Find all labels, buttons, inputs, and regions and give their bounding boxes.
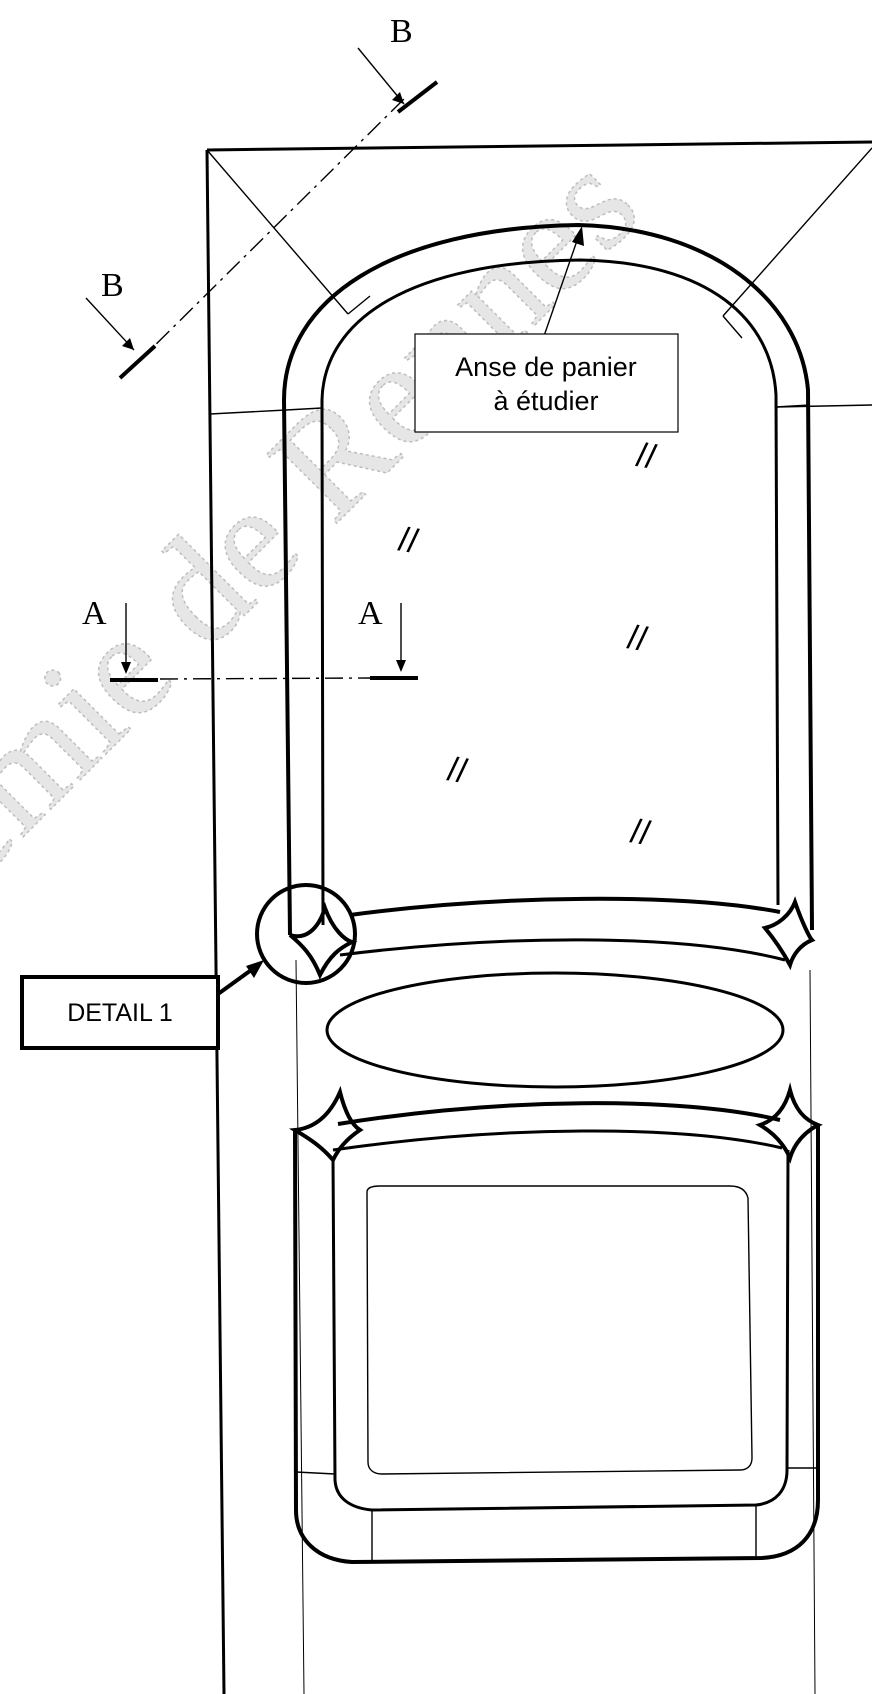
section-a-centerline	[159, 677, 371, 680]
glass-mark: //	[634, 436, 660, 477]
detail-callout: DETAIL 1	[20, 883, 357, 1050]
glass-mark: //	[628, 812, 654, 853]
section-label-b-top: B	[390, 13, 413, 50]
section-b-left-arrow	[85, 297, 135, 351]
diagonal-top-right	[722, 147, 872, 317]
mid-rail-top-curve	[349, 896, 781, 917]
corner-rosette-lower-left	[288, 1085, 364, 1164]
diagonal-top-left	[206, 149, 349, 315]
arch-moulding-inner	[320, 258, 780, 926]
lower-panel-moulding-inner	[331, 1149, 790, 1512]
detail-label-box	[20, 975, 220, 1050]
lower-panel	[293, 1125, 820, 1565]
frame-left-edge	[205, 149, 226, 1694]
inner-stile-right	[809, 969, 816, 1694]
anse-callout: Anse de panier à étudier	[414, 226, 679, 433]
corner-rosette-left	[288, 901, 358, 980]
lower-panel-moulding-outer	[293, 1125, 820, 1565]
detail-label: DETAIL 1	[67, 999, 173, 1027]
section-b-left-mark	[118, 344, 157, 380]
anse-label-line1: Anse de panier	[455, 352, 637, 382]
detail-arrowhead	[246, 960, 264, 978]
glass-mark: //	[625, 618, 651, 659]
glass-mark: //	[396, 520, 422, 561]
anse-label-line2: à étudier	[493, 386, 598, 416]
arch-joint-right	[775, 404, 811, 408]
arch-joint-top-right	[722, 315, 743, 339]
section-b-top-mark	[396, 80, 439, 114]
oval-moulding	[325, 971, 785, 1089]
arch-moulding-outer	[281, 222, 814, 936]
lower-joint-left	[295, 1471, 336, 1475]
inner-stile-left	[295, 959, 305, 1694]
mid-rail-bottom-inner	[332, 1129, 783, 1152]
anse-leader-line	[543, 231, 581, 337]
glass-mark: //	[445, 750, 471, 791]
section-line-a: A A	[82, 595, 418, 682]
corner-rosette-lower-right	[755, 1082, 823, 1164]
rail-left	[209, 409, 287, 415]
section-b-top-arrow	[357, 47, 405, 105]
frame-top-edge	[206, 140, 872, 152]
arch-joint-top-left	[347, 295, 371, 315]
section-a-left-arrowhead	[121, 662, 131, 674]
section-line-b: B B	[85, 13, 439, 380]
section-b-centerline	[132, 96, 407, 368]
mid-rail-bottom-curve	[337, 1101, 781, 1126]
section-label-b-left: B	[101, 267, 124, 304]
detail-circle	[255, 883, 357, 985]
middle-rail	[288, 896, 823, 1164]
section-a-right-arrowhead	[396, 660, 406, 672]
arch-joint-left	[285, 407, 323, 411]
lower-panel-field	[366, 1185, 753, 1475]
section-label-a-right: A	[358, 595, 383, 632]
mid-rail-top-inner	[339, 938, 786, 962]
detail-leader-line	[216, 966, 256, 996]
section-b-left-arrowhead	[122, 338, 134, 350]
corner-rosette-right	[761, 896, 816, 971]
section-label-a-left: A	[82, 595, 107, 632]
anse-label-box	[414, 333, 679, 433]
section-b-top-arrowhead	[392, 92, 404, 104]
glass-marks: // // // // //	[396, 436, 660, 853]
anse-arrowhead	[572, 226, 584, 246]
